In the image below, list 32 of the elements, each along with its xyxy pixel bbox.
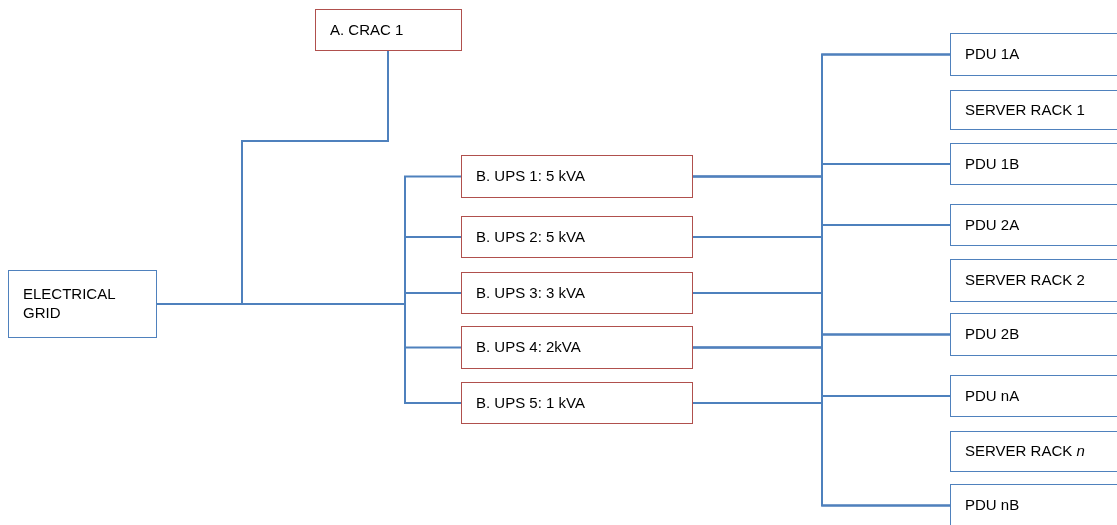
equipment-box [315, 9, 462, 51]
ups-box [461, 382, 693, 424]
pdu-box [950, 313, 1117, 356]
node-label: B. UPS 5: 1 kVA [476, 393, 585, 413]
node-label: SERVER RACK n [965, 442, 1085, 461]
rack-box [950, 259, 1117, 302]
node-label: PDU 2B [965, 325, 1020, 344]
node-label: B. UPS 1: 5 kVA [476, 167, 585, 186]
node-label: PDU nB [965, 496, 1020, 515]
node-label: PDU 1B [965, 154, 1020, 174]
pdu-box [950, 143, 1117, 185]
node-label: PDU nA [965, 386, 1020, 406]
ups-box [461, 272, 693, 314]
rack-box [950, 431, 1117, 472]
node-label: B. UPS 3: 3 kVA [476, 283, 585, 303]
node-label: SERVER RACK 2 [965, 271, 1085, 290]
rack-box [950, 90, 1117, 130]
pdu-box [950, 33, 1117, 76]
node-label: A. CRAC 1 [330, 20, 404, 40]
ups-box [461, 326, 693, 369]
pdu-box [950, 375, 1117, 417]
node-label: B. UPS 2: 5 kVA [476, 227, 585, 247]
ups-box [461, 216, 693, 258]
node-label: PDU 2A [965, 215, 1020, 235]
source-box [8, 270, 157, 338]
pdu-box [950, 484, 1117, 525]
ups-box [461, 155, 693, 198]
node-label: B. UPS 4: 2kVA [476, 338, 581, 357]
pdu-box [950, 204, 1117, 246]
node-label: PDU 1A [965, 45, 1020, 64]
node-label: SERVER RACK 1 [965, 100, 1085, 120]
node-label: ELECTRICAL GRID [23, 285, 116, 323]
